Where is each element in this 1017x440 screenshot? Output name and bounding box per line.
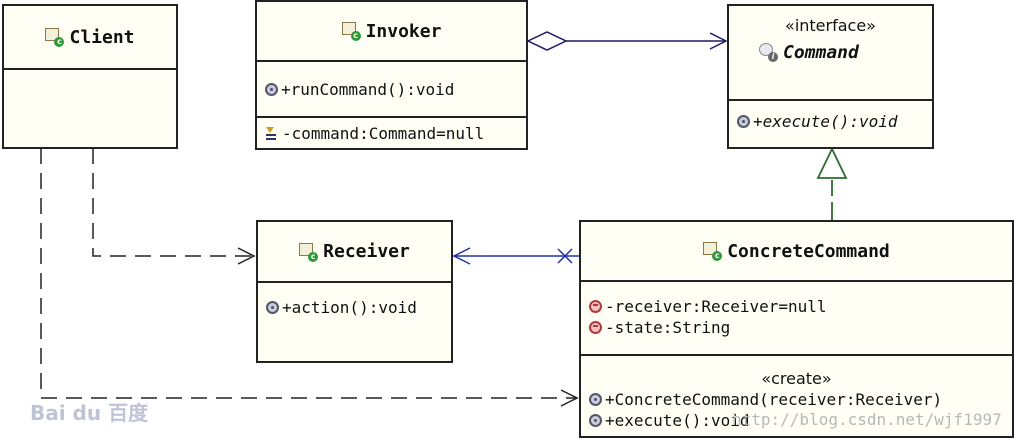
class-concrete-command[interactable]: c ConcreteCommand -receiver:Receiver=nul… [579, 220, 1014, 438]
class-receiver-header: c Receiver [258, 222, 451, 281]
stereotype-label: «interface» [785, 16, 876, 35]
field-item: -command:Command=null [257, 123, 526, 144]
public-method-icon [737, 115, 750, 128]
private-field-icon [589, 300, 602, 313]
operation-item: +execute():void [581, 410, 1012, 431]
realization-concretecommand-command [816, 146, 848, 220]
operation-item: +ConcreteCommand(receiver:Receiver) [581, 389, 1012, 410]
class-client-body [4, 68, 176, 147]
watermark-right: http://blog.csdn.net/wjf1997 [732, 410, 1002, 429]
public-method-icon [265, 83, 278, 96]
class-invoker-operations: +runCommand():void [257, 60, 526, 116]
field-item: -state:String [581, 317, 1012, 338]
class-concrete-command-header: c ConcreteCommand [581, 222, 1012, 280]
class-icon: c [45, 28, 65, 47]
class-icon: c [299, 242, 319, 262]
interface-name: Command [783, 41, 859, 63]
operation-item: +execute():void [729, 111, 932, 132]
interface-command-operations: +execute():void [729, 99, 932, 147]
public-method-icon [589, 393, 602, 406]
interface-icon: i [759, 43, 778, 62]
class-icon: c [341, 22, 361, 41]
class-name: Client [69, 26, 135, 48]
class-invoker[interactable]: c Invoker +runCommand():void -command:Co… [255, 0, 528, 150]
class-client-header: c Client [4, 6, 176, 68]
watermark-left: Bai du 百度 [30, 401, 149, 425]
association-concretecommand-receiver [452, 247, 579, 265]
interface-command-header: «interface» i Command [729, 6, 932, 99]
class-icon: c [703, 242, 723, 261]
private-field-icon [589, 321, 602, 334]
class-invoker-fields: -command:Command=null [257, 116, 526, 148]
class-concrete-command-operations: «create» +ConcreteCommand(receiver:Recei… [581, 354, 1012, 436]
dependency-client-receiver [92, 148, 256, 265]
public-method-icon [266, 301, 279, 314]
operation-item: +action():void [258, 297, 451, 318]
class-name: Receiver [323, 241, 410, 262]
field-item: -receiver:Receiver=null [581, 296, 1012, 317]
class-receiver[interactable]: c Receiver +action():void [256, 220, 453, 363]
stereotype-label: «create» [761, 369, 832, 388]
class-client[interactable]: c Client [2, 4, 178, 149]
class-receiver-operations: +action():void [258, 281, 451, 361]
interface-command[interactable]: «interface» i Command +execute():void [727, 4, 934, 149]
aggregation-invoker-command [526, 31, 728, 51]
dependency-client-concretecommand [40, 148, 579, 407]
class-invoker-header: c Invoker [257, 2, 526, 60]
operation-item: +runCommand():void [257, 79, 526, 100]
class-concrete-command-fields: -receiver:Receiver=null -state:String [581, 280, 1012, 354]
public-method-icon [589, 414, 602, 427]
class-name: Invoker [365, 20, 442, 42]
class-name: ConcreteCommand [727, 240, 890, 262]
field-icon [265, 126, 279, 141]
